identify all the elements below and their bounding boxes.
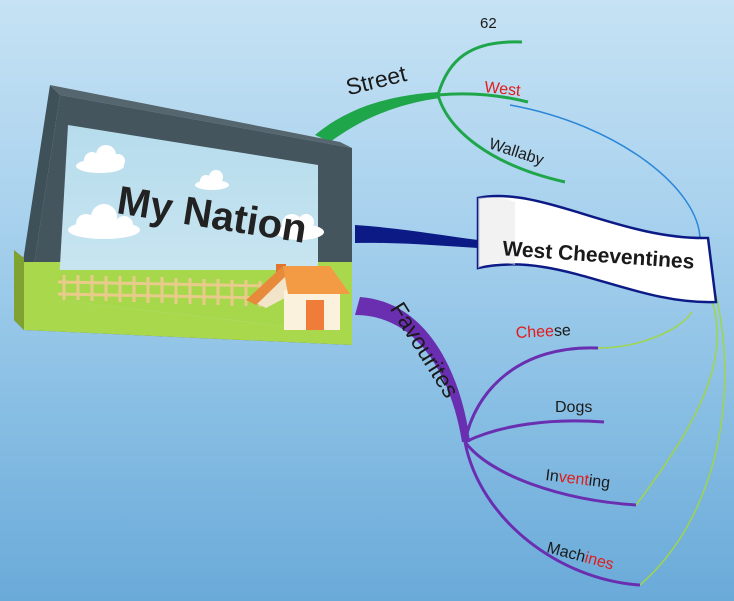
label-segment: In bbox=[545, 467, 560, 485]
branch-favourites-label: Favourites bbox=[385, 297, 464, 402]
branch-street bbox=[315, 92, 440, 142]
label-segment: Wallaby bbox=[487, 136, 546, 170]
cloud-icon bbox=[195, 170, 229, 190]
topic-west-cheeventines[interactable]: West Cheeventines bbox=[476, 194, 718, 304]
subtopic-inventing: Inventing bbox=[545, 467, 612, 492]
branch-line-west bbox=[437, 92, 529, 104]
branch-west-cheeventines bbox=[355, 225, 478, 248]
label-segment: 62 bbox=[480, 15, 497, 32]
label-segment: ing bbox=[588, 472, 611, 491]
label-segment: West bbox=[484, 79, 522, 100]
relationship-line-machines bbox=[639, 294, 726, 586]
branch-line-inventing bbox=[463, 441, 637, 507]
branch-street-label: Street bbox=[343, 60, 409, 100]
cloud-icon bbox=[76, 145, 125, 173]
branch-line-wallaby bbox=[436, 94, 566, 184]
central-topic[interactable]: My Nation bbox=[14, 85, 352, 345]
label-segment: se bbox=[554, 322, 572, 340]
house-icon bbox=[246, 264, 350, 330]
subtopic-62: 62 bbox=[480, 15, 497, 32]
branch-favourites bbox=[355, 297, 470, 442]
label-segment: Chee bbox=[515, 323, 554, 342]
subtopic-dogs: Dogs bbox=[555, 399, 592, 416]
label-segment: Dogs bbox=[555, 399, 592, 416]
cloud-icon bbox=[276, 214, 324, 240]
subtopic-cheese: Cheese bbox=[515, 322, 571, 342]
relationship-line-cheese bbox=[597, 311, 693, 349]
label-segment: Mach bbox=[545, 539, 587, 566]
subtopic-machines: Machines bbox=[545, 539, 616, 573]
subtopic-west: West bbox=[484, 79, 522, 100]
branch-line-cheese bbox=[463, 346, 599, 443]
branch-line-machines bbox=[463, 441, 641, 587]
branch-line-dogs bbox=[464, 419, 605, 444]
label-segment: ines bbox=[583, 550, 616, 574]
relationship-line-inventing bbox=[635, 299, 718, 506]
label-segment: vent bbox=[558, 469, 591, 490]
subtopic-wallaby: Wallaby bbox=[487, 136, 546, 170]
cloud-icon bbox=[68, 204, 140, 239]
relationship-line-west-to-central bbox=[509, 104, 701, 241]
branch-line-62 bbox=[436, 40, 523, 96]
